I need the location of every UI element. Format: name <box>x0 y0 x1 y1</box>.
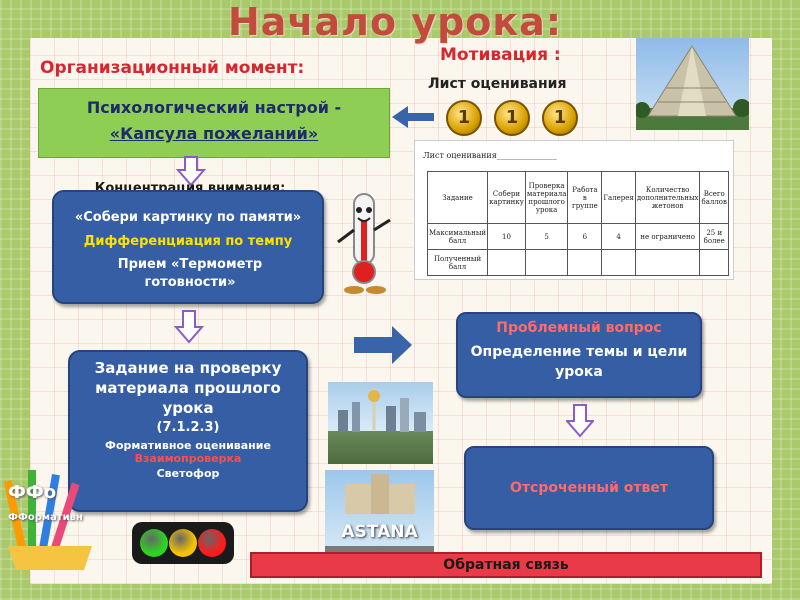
table-cell: Полученный балл <box>426 249 489 276</box>
assessment-sheet-label: Лист оценивания <box>428 76 567 92</box>
table-cell: Максимальный балл <box>426 223 489 250</box>
box1-line3: Прием «Термометр готовности» <box>117 257 263 290</box>
arrow-right-icon <box>354 326 412 364</box>
pencils-icon <box>4 470 92 570</box>
table-cell <box>524 249 569 276</box>
table-cell: 10 <box>487 223 526 250</box>
table-cell: 25 и более <box>699 223 729 250</box>
table-header-cell: Количество дополнительных жетонов <box>634 171 701 224</box>
red-lamp <box>198 529 226 557</box>
table-row: Максимальный балл 10 5 6 4 не ограничено… <box>426 223 729 250</box>
formative-assessment-text: Формативное оценивание <box>105 439 271 452</box>
table-cell <box>567 249 603 276</box>
green-box-line2: «Капсула пожеланий» <box>109 124 319 143</box>
assessment-sheet: Лист оценивания_______________ Задание С… <box>414 140 734 280</box>
table-cell: 4 <box>601 223 636 250</box>
motivation-heading: Мотивация : <box>440 45 561 65</box>
table-header-cell: Задание <box>426 171 489 224</box>
ground <box>325 546 434 554</box>
table-row: Полученный балл <box>426 249 729 276</box>
table-cell <box>634 249 701 276</box>
yellow-lamp <box>169 529 197 557</box>
peer-check-text: Взаимопроверка <box>134 452 242 465</box>
delayed-answer-text: Отсроченный ответ <box>510 480 668 496</box>
feedback-bar: Обратная связь <box>250 552 762 578</box>
table-header-cell: Проверка материала прошлого урока <box>524 171 569 224</box>
side-text-small: ФФормативн <box>8 512 83 523</box>
assessment-table: Задание Собери картинку Проверка материа… <box>426 171 729 276</box>
table-header-cell: Галерея <box>601 171 636 224</box>
box2-code: (7.1.2.3) <box>156 420 220 435</box>
arrow-down-icon <box>174 310 204 344</box>
pyramid-photo <box>636 38 749 130</box>
city-skyline-photo <box>328 382 433 464</box>
thermometer-mascot-icon <box>337 193 391 294</box>
table-header-cell: Всего баллов <box>699 171 729 224</box>
org-moment-heading: Организационный момент: <box>40 58 305 78</box>
table-cell <box>601 249 636 276</box>
table-cell <box>699 249 729 276</box>
delayed-answer-box: Отсроченный ответ <box>464 446 714 530</box>
skyline-icon <box>338 388 426 432</box>
traffic-light-text: Светофор <box>156 467 220 480</box>
differentiation-text: Дифференциация по темпу <box>83 234 293 249</box>
pyramid-building-icon <box>636 45 749 130</box>
astana-sign-photo: ASTANA <box>325 470 434 554</box>
table-cell: 6 <box>567 223 603 250</box>
green-lamp <box>140 529 168 557</box>
gold-medal-icon: 1 <box>542 100 578 136</box>
slide-title: Начало урока: <box>227 0 563 44</box>
box1-line1: «Собери картинку по памяти» <box>74 210 302 225</box>
psychological-mood-box: Психологический настрой - «Капсула пожел… <box>38 88 390 158</box>
arrow-left-icon <box>392 106 434 128</box>
table-row: Задание Собери картинку Проверка материа… <box>426 171 729 224</box>
traffic-light-icon <box>132 522 234 564</box>
table-header-cell: Собери картинку <box>487 171 526 224</box>
green-box-line1: Психологический настрой - <box>86 98 342 117</box>
topic-goal-text: Определение темы и цели урока <box>470 344 688 380</box>
problem-question-box: Проблемный вопрос Определение темы и цел… <box>456 312 702 398</box>
box2-title: Задание на проверку материала прошлого у… <box>94 359 282 417</box>
sheet-header: Лист оценивания_______________ <box>423 151 557 160</box>
gold-medal-icon: 1 <box>494 100 530 136</box>
table-cell: не ограничено <box>634 223 701 250</box>
attention-box: «Собери картинку по памяти» Дифференциац… <box>52 190 324 304</box>
problem-question-text: Проблемный вопрос <box>496 320 662 336</box>
astana-sign-text: ASTANA <box>341 522 418 542</box>
arrow-down-icon <box>176 156 206 186</box>
table-header-cell: Работа в группе <box>567 171 603 224</box>
table-cell <box>487 249 526 276</box>
arrow-down-icon <box>566 404 594 438</box>
side-text-large: ФФо <box>8 482 57 503</box>
table-cell: 5 <box>524 223 569 250</box>
building-icon <box>345 474 415 514</box>
gold-medal-icon: 1 <box>446 100 482 136</box>
homework-check-box: Задание на проверку материала прошлого у… <box>68 350 308 512</box>
